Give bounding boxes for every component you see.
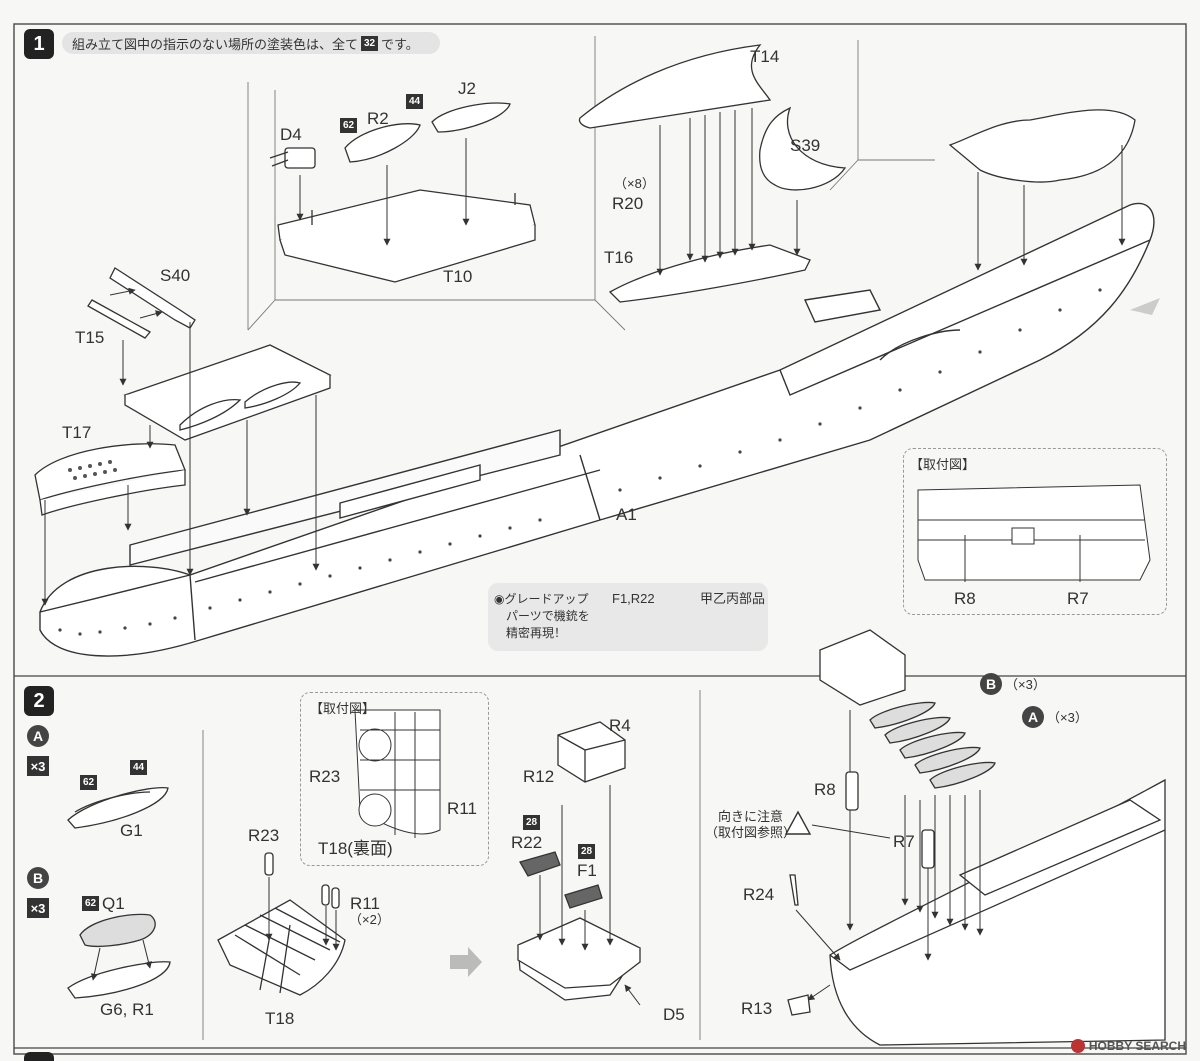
label-r12: R12 (523, 767, 555, 786)
label-r13: R13 (741, 999, 773, 1018)
paint-note-text: 組み立て図中の指示のない場所の塗装色は、全て (72, 37, 359, 53)
caution-text-1: 向きに注意 (718, 809, 784, 824)
label-s39: S39 (790, 136, 821, 155)
label-r4: R4 (609, 716, 631, 735)
mark-a: A (1022, 706, 1044, 728)
label-t18: T18 (265, 1009, 295, 1028)
label-b-x3: （×3） (1005, 677, 1046, 692)
watermark: HOBBY SEARCH (1070, 1039, 1186, 1053)
part-s39 (759, 106, 847, 191)
sub-b-mark: B (27, 867, 49, 889)
part-t10 (277, 189, 536, 283)
label-d5: D5 (663, 1005, 685, 1024)
mount-view-1-r7: R7 (1067, 589, 1089, 608)
paint-28-r22: 28 (523, 815, 540, 830)
mount-view-ship (917, 484, 1151, 581)
part-fore-deck (948, 109, 1136, 183)
label-r11: R11 (350, 894, 380, 913)
label-t14: T14 (750, 47, 780, 66)
label-r23: R23 (248, 826, 280, 845)
watermark-logo-icon (1070, 1039, 1085, 1053)
part-s40 (87, 267, 196, 339)
paint-note: 組み立て図中の指示のない場所の塗装色は、全て 32 です。 (62, 32, 440, 54)
step-2-badge: 2 (24, 686, 54, 716)
part-r22-f1 (519, 851, 603, 909)
label-r8: R8 (814, 780, 836, 799)
label-s40: S40 (160, 266, 191, 285)
part-g1 (67, 786, 169, 829)
label-r2: R2 (367, 109, 389, 128)
upgrade-line-3: 精密再現！ (506, 626, 567, 640)
sub-b-count: ×3 (27, 898, 49, 918)
label-t10: T10 (443, 267, 473, 286)
label-r24: R24 (743, 885, 775, 904)
part-d4 (269, 147, 316, 169)
part-t14 (578, 44, 772, 129)
part-j2 (431, 102, 511, 133)
label-t16: T16 (604, 248, 634, 267)
caution-text-2: （取付図参照） (705, 825, 797, 840)
sub-a-mark: A (27, 725, 49, 747)
label-t15: T15 (75, 328, 105, 347)
caution-icon (784, 810, 812, 835)
part-t17 (34, 443, 186, 516)
mark-b: B (980, 673, 1002, 695)
sub-a-count: ×3 (27, 756, 49, 776)
watermark-text: HOBBY SEARCH (1088, 1039, 1186, 1053)
part-g6 (67, 961, 171, 999)
paint-note-end: です。 (381, 37, 419, 53)
step-3-badge-partial (24, 1052, 54, 1061)
part-base (517, 917, 641, 1001)
label-f1: F1 (577, 861, 597, 880)
hull-a1 (39, 202, 1155, 657)
step-1-badge: 1 (24, 29, 54, 59)
mount-view-2-r11: R11 (447, 799, 477, 818)
label-r20: R20 (612, 194, 644, 213)
boats (869, 701, 996, 789)
sub-a-paint-62: 62 (80, 775, 97, 790)
mount-view-2-r23: R23 (309, 767, 341, 786)
upgrade-line-1: ◉グレードアップ (494, 592, 589, 606)
label-g1: G1 (120, 821, 143, 840)
mount-view-1-box (903, 448, 1167, 615)
label-a1: A1 (616, 505, 637, 524)
part-q1 (79, 913, 156, 947)
mount-view-1-title: 【取付図】 (910, 457, 976, 472)
part-t18 (217, 852, 346, 996)
label-d4: D4 (280, 125, 302, 144)
upgrade-line-2: パーツで機銃を (506, 609, 590, 623)
mount-view-t18 (354, 709, 441, 838)
upgrade-to-label: 甲乙丙部品 (700, 591, 766, 606)
label-x8: （×8） (614, 176, 655, 191)
label-x2: （×2） (349, 912, 390, 927)
label-j2: J2 (458, 79, 476, 98)
label-a-x3: （×3） (1047, 710, 1088, 725)
sub-a-paint-44: 44 (130, 760, 147, 775)
hull-detail (819, 629, 1166, 1046)
paint-28-f1: 28 (578, 844, 595, 859)
paint-code-badge: 32 (361, 35, 379, 51)
portholes (58, 288, 1102, 636)
label-r22: R22 (511, 833, 543, 852)
sub-b-paint-62: 62 (82, 896, 99, 911)
part-t16 (608, 244, 811, 303)
mount-view-1-r8: R8 (954, 589, 976, 608)
part-superstructure (123, 344, 332, 441)
label-g6-r1: G6, R1 (100, 1000, 154, 1019)
label-r7: R7 (893, 832, 915, 851)
mount-view-2-box (300, 692, 489, 866)
sheet-frame (13, 23, 1187, 1055)
mount-view-2-t18: T18(裏面) (318, 839, 393, 858)
part-r4 (557, 721, 626, 783)
upgrade-from-label: F1,R22 (612, 591, 655, 606)
paint-44-r2: 44 (406, 94, 423, 109)
part-r2 (344, 123, 421, 163)
label-t17: T17 (62, 423, 92, 442)
label-q1: Q1 (102, 894, 125, 913)
paint-62-r2: 62 (340, 118, 357, 133)
upgrade-callout: ◉グレードアップ パーツで機銃を 精密再現！ (488, 583, 768, 651)
mount-view-2-title: 【取付図】 (310, 701, 376, 716)
